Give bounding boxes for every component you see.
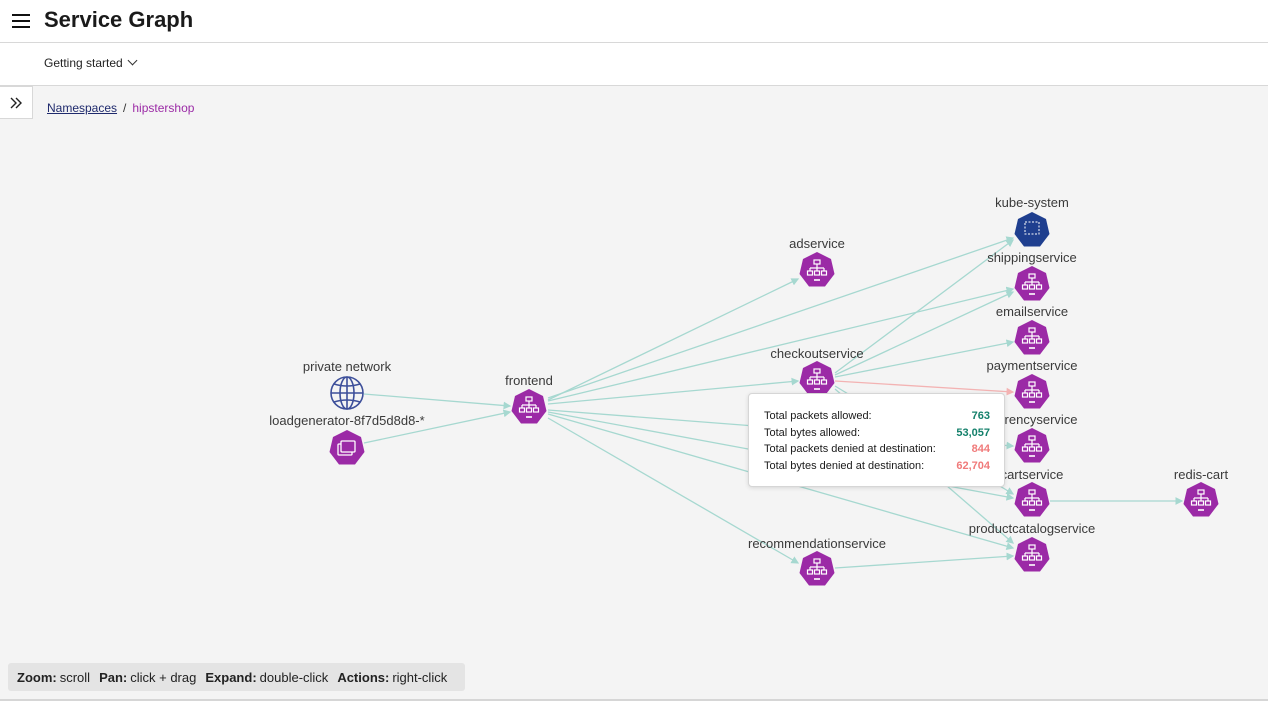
- help-zoom: Zoom:scroll: [17, 670, 90, 685]
- globe-icon: [330, 376, 364, 410]
- help-value: scroll: [59, 669, 91, 685]
- node-label: private network: [303, 359, 392, 374]
- edge[interactable]: [547, 278, 800, 401]
- node-productcatalogservice[interactable]: productcatalogservice: [969, 521, 1095, 573]
- help-key: Zoom:: [17, 669, 57, 685]
- tooltip-label: Total bytes allowed:: [764, 426, 860, 439]
- service-icon: [1013, 481, 1051, 518]
- service-icon: [1013, 536, 1051, 573]
- service-icon: [798, 550, 836, 587]
- graph-help-bar: Zoom:scroll Pan:click + drag Expand:doub…: [8, 663, 466, 691]
- node-currencyservice[interactable]: currencyservice: [986, 412, 1078, 464]
- node-label: redis-cart: [1174, 467, 1229, 482]
- node-label: emailservice: [996, 304, 1068, 319]
- tooltip-label: Total packets denied at destination:: [764, 443, 936, 455]
- service-icon: [798, 360, 836, 397]
- edge[interactable]: [547, 377, 800, 405]
- help-key: Actions:: [337, 669, 390, 685]
- tooltip-value: 844: [971, 443, 990, 455]
- help-actions: Actions:right-click: [337, 670, 447, 685]
- help-value: click + drag: [130, 669, 197, 685]
- help-key: Pan:: [99, 669, 128, 685]
- edge[interactable]: [363, 393, 512, 410]
- sub-header: Getting started: [0, 43, 1268, 86]
- service-icon: [798, 251, 836, 288]
- edge[interactable]: [834, 291, 1015, 376]
- top-bar: Service Graph: [0, 0, 1268, 43]
- node-label: shippingservice: [987, 250, 1077, 265]
- node-paymentservice[interactable]: paymentservice: [986, 358, 1078, 410]
- node-label: productcatalogservice: [969, 521, 1095, 536]
- service-icon: [1013, 319, 1051, 356]
- breadcrumb-namespaces-link[interactable]: Namespaces: [47, 101, 118, 115]
- expand-sidebar-button[interactable]: [0, 86, 33, 119]
- node-label: adservice: [789, 236, 845, 251]
- node-label: loadgenerator-8f7d5d8d8-*: [269, 413, 424, 428]
- edge[interactable]: [547, 236, 1015, 399]
- breadcrumb: Namespaces / hipstershop: [47, 101, 194, 115]
- node-label: frontend: [505, 373, 553, 388]
- node-recommendationservice[interactable]: recommendationservice: [748, 536, 886, 587]
- help-key: Expand:: [205, 669, 257, 685]
- edge[interactable]: [547, 286, 1015, 402]
- namespace-icon: [1014, 212, 1050, 247]
- node-label: kube-system: [995, 195, 1069, 210]
- node-checkoutservice[interactable]: checkoutservice: [770, 346, 864, 397]
- help-value: double-click: [259, 669, 329, 685]
- breadcrumb-current: hipstershop: [132, 101, 195, 115]
- service-icon: [510, 388, 548, 425]
- service-icon: [1013, 427, 1051, 464]
- node-loadgenerator[interactable]: loadgenerator-8f7d5d8d8-*: [269, 413, 425, 465]
- node-emailservice[interactable]: emailservice: [996, 304, 1068, 356]
- node-label: checkoutservice: [770, 346, 863, 361]
- edge[interactable]: [834, 339, 1015, 378]
- breadcrumb-separator: /: [123, 101, 127, 115]
- node-kube-system[interactable]: kube-system: [995, 195, 1069, 247]
- node-redis-cart[interactable]: redis-cart: [1174, 467, 1229, 518]
- node-label: cartservice: [1001, 467, 1064, 482]
- tooltip-value: 53,057: [956, 426, 990, 439]
- tooltip-label: Total packets allowed:: [764, 410, 872, 422]
- help-value: right-click: [392, 669, 448, 685]
- hamburger-menu-icon[interactable]: [12, 11, 30, 29]
- edge[interactable]: [834, 239, 1015, 374]
- node-frontend[interactable]: frontend: [505, 373, 553, 425]
- tooltip-row: Total packets allowed: 763: [764, 408, 990, 425]
- tooltip-row: Total bytes allowed: 53,057: [764, 425, 990, 442]
- edge[interactable]: [547, 417, 800, 564]
- double-chevron-right-icon: [10, 97, 22, 109]
- node-label: currencyservice: [986, 412, 1077, 427]
- node-label: recommendationservice: [748, 536, 886, 551]
- edge-denied[interactable]: [834, 380, 1015, 396]
- tooltip-value: 763: [971, 410, 990, 422]
- edge-tooltip: Total packets allowed: 763 Total bytes al…: [748, 393, 1005, 487]
- help-expand: Expand:double-click: [205, 670, 328, 685]
- service-icon: [1182, 481, 1220, 518]
- edge[interactable]: [363, 409, 512, 444]
- node-cartservice[interactable]: cartservice: [1001, 467, 1064, 518]
- getting-started-label: Getting started: [44, 56, 123, 70]
- bottom-divider: [0, 699, 1268, 701]
- service-icon: [1013, 373, 1051, 410]
- node-shippingservice[interactable]: shippingservice: [987, 250, 1077, 302]
- help-pan: Pan:click + drag: [99, 670, 196, 685]
- node-private-network[interactable]: private network: [303, 359, 392, 410]
- tooltip-row: Total bytes denied at destination: 62,704: [764, 458, 990, 475]
- graph-nodes: private network loadgenerator-8f7d5d8d8-…: [269, 195, 1229, 587]
- tooltip-row: Total packets denied at destination: 844: [764, 441, 990, 458]
- getting-started-dropdown[interactable]: Getting started: [44, 55, 138, 70]
- tooltip-label: Total bytes denied at destination:: [764, 459, 925, 472]
- node-label: paymentservice: [986, 358, 1077, 373]
- service-icon: [1013, 265, 1051, 302]
- page-title: Service Graph: [44, 7, 194, 32]
- node-adservice[interactable]: adservice: [789, 236, 845, 288]
- tooltip-value: 62,704: [956, 459, 990, 472]
- edge[interactable]: [834, 552, 1015, 569]
